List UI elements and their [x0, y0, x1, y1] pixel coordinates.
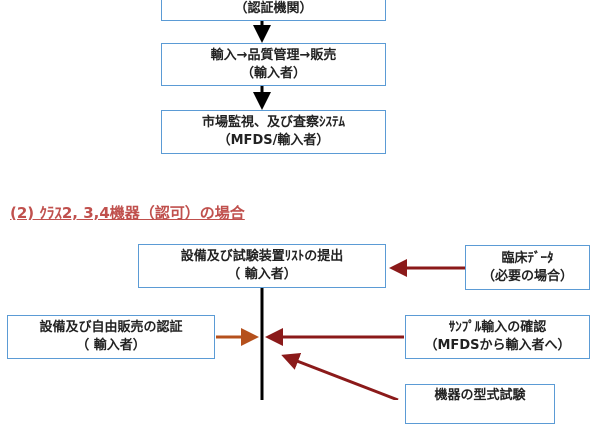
box-line: 輸入→品質管理→販売	[210, 47, 337, 63]
box-line: 臨床ﾃﾞｰﾀ	[501, 250, 554, 266]
import-quality-sales-box: 輸入→品質管理→販売 （輸入者）	[161, 43, 386, 86]
box-line: （認証機関）	[234, 1, 313, 16]
box-line: （MFDS/輸入者）	[217, 133, 330, 148]
box-line: （ 輸入者）	[76, 338, 146, 353]
box-line: ｻﾝﾌﾟﾙ輸入の確認	[448, 320, 547, 335]
box-line: （MFDSから輸入者へ）	[424, 338, 571, 353]
free-sale-certification-box: 設備及び自由販売の認証 （ 輸入者）	[7, 315, 215, 359]
box-line: （輸入者）	[240, 65, 306, 81]
sample-import-confirmation-box: ｻﾝﾌﾟﾙ輸入の確認 （MFDSから輸入者へ）	[405, 315, 590, 359]
box-line: （ 輸入者）	[227, 267, 297, 282]
clinical-data-box: 臨床ﾃﾞｰﾀ （必要の場合）	[465, 245, 590, 290]
box-line: 機器の型式試験	[434, 388, 526, 403]
box-line: 設備及び試験装置ﾘｽﾄの提出	[180, 249, 344, 264]
market-surveillance-box: 市場監視、及び査察ｼｽﾃﾑ （MFDS/輸入者）	[161, 110, 386, 154]
box-line: 設備及び自由販売の認証	[39, 320, 183, 335]
box-line: （必要の場合）	[481, 268, 573, 284]
flow-arrows	[216, 20, 465, 400]
section-heading: (2) ｸﾗｽ2, 3,4機器（認可）の場合	[10, 204, 245, 222]
arrow-typetest-to-line	[281, 353, 399, 400]
certification-body-box: （認証機関）	[161, 0, 386, 21]
box-line: 市場監視、及び査察ｼｽﾃﾑ	[201, 115, 345, 130]
equipment-list-submission-box: 設備及び試験装置ﾘｽﾄの提出 （ 輸入者）	[138, 244, 386, 288]
type-test-box: 機器の型式試験	[405, 384, 555, 424]
